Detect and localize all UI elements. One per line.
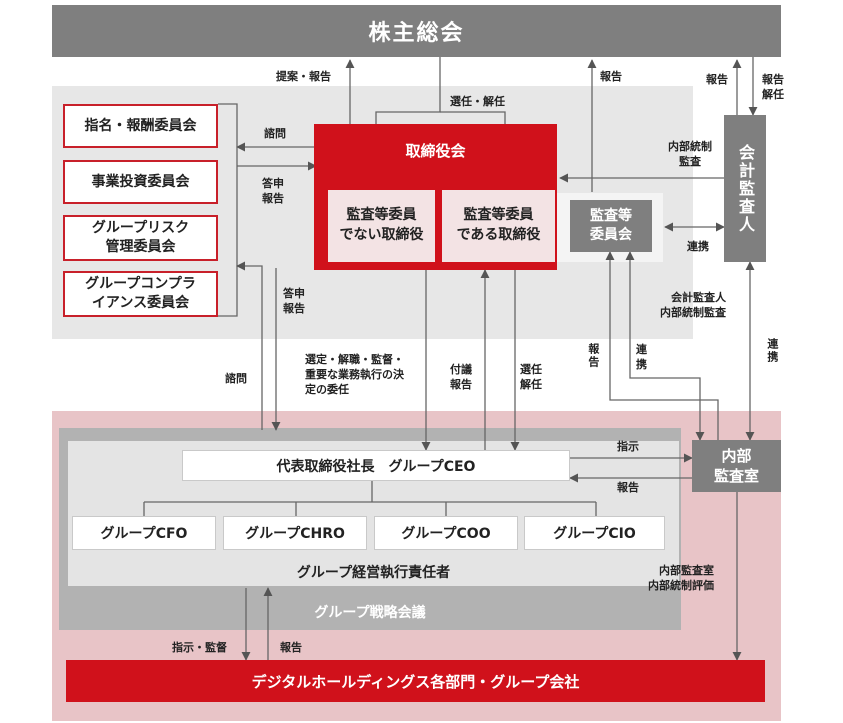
group-compliance-committee: グループコンプラ イアンス委員会	[63, 271, 218, 317]
business-investment-committee: 事業投資委員会	[63, 160, 218, 204]
officer-coo: グループCOO	[374, 516, 518, 550]
label-coop-right: 連携	[765, 338, 779, 364]
exec-group-label: グループ経営執行責任者	[296, 565, 451, 581]
officer-cfo: グループCFO	[72, 516, 216, 550]
label-ia-eval: 内部監査室 内部統制評価	[648, 564, 714, 592]
audit-directors: 監査等委員 である取締役	[442, 190, 555, 262]
label-reply-report: 答申 報告	[262, 177, 284, 205]
label-report-ca: 報告	[706, 73, 728, 86]
label-submit-report: 付議 報告	[450, 363, 472, 391]
shareholders-meeting: 株主総会	[52, 5, 781, 57]
label-report-left: 報告	[586, 343, 600, 369]
label-coop-mid: 連 携	[636, 343, 647, 371]
accounting-auditor: 会計監査人	[724, 115, 766, 262]
label-instruct: 指示	[617, 440, 639, 453]
nomination-compensation-committee: 指名・報酬委員会	[63, 104, 218, 148]
label-report-bottom: 報告	[280, 641, 302, 654]
accounting-auditor-label: 会計監査人	[736, 143, 755, 234]
ceo-box: 代表取締役社長 グループCEO	[182, 450, 570, 481]
label-internal-control-audit: 内部統制 監査	[668, 140, 712, 168]
non-audit-directors: 監査等委員 でない取締役	[328, 190, 435, 262]
label-delegate: 選定・解職・監督・ 重要な業務執行の決 定の委任	[305, 353, 404, 396]
internal-audit-office: 内部 監査室	[692, 440, 781, 492]
subsidiaries-bar: デジタルホールディングス各部門・グループ会社	[66, 660, 765, 702]
label-report-dismiss: 報告 解任	[762, 73, 784, 101]
label-reply-report2: 答申 報告	[283, 287, 305, 315]
label-coop-audit: 連携	[687, 240, 709, 253]
label-report-top: 報告	[600, 70, 622, 83]
strategy-meeting-label: グループ戦略会議	[314, 605, 426, 621]
label-instruct-supervise: 指示・監督	[172, 641, 227, 654]
label-propose-report: 提案・報告	[276, 70, 331, 83]
label-consult: 諮問	[264, 127, 286, 140]
label-consult2: 諮問	[225, 372, 247, 385]
audit-committee: 監査等 委員会	[570, 200, 652, 252]
officer-cio: グループCIO	[524, 516, 665, 550]
group-risk-committee: グループリスク 管理委員会	[63, 215, 218, 261]
officer-chro: グループCHRO	[223, 516, 367, 550]
label-ca-internal-control: 会計監査人 内部統制監査	[660, 291, 726, 319]
label-elect-dismiss2: 選任 解任	[520, 363, 542, 391]
label-report-ceo: 報告	[617, 481, 639, 494]
label-elect-dismiss: 選任・解任	[450, 95, 505, 108]
board-title: 取締役会	[405, 142, 466, 160]
